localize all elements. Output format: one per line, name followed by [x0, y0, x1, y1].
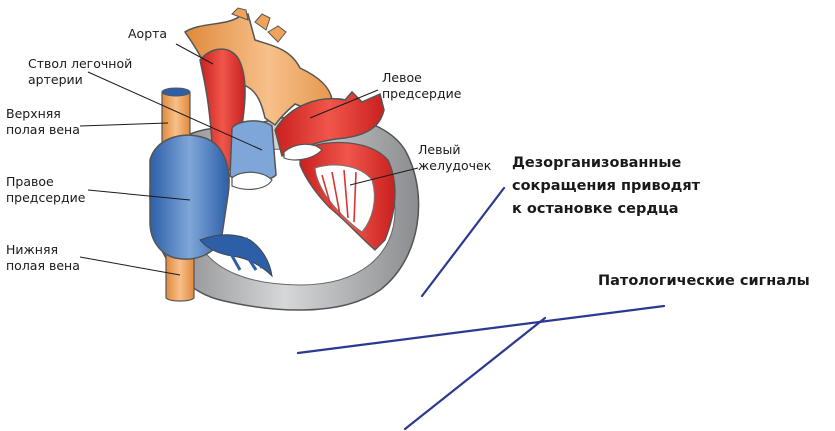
label-pulmonary-trunk: Ствол легочной артерии — [28, 56, 136, 87]
label-aorta: Аорта — [128, 26, 167, 41]
captions: Дезорганизованные сокращения приводят к … — [512, 155, 810, 289]
label-inferior-vena-cava: Нижняя полая вена — [6, 242, 80, 273]
signal-line-upper — [422, 188, 504, 296]
leader-svc — [80, 123, 168, 126]
label-left-ventricle: Левый желудочек — [418, 142, 492, 173]
heart-illustration — [150, 8, 419, 310]
label-left-atrium: Левое предсердие — [382, 70, 462, 101]
svc-opening — [162, 88, 190, 96]
caption-disorganized: Дезорганизованные сокращения приводят к … — [512, 155, 705, 217]
signal-line-lower — [405, 318, 545, 429]
leader-ivc — [80, 257, 180, 275]
signal-line-horizontal — [298, 306, 664, 353]
label-right-atrium: Правое предсердие — [6, 174, 86, 205]
label-superior-vena-cava: Верхняя полая вена — [6, 106, 80, 137]
caption-pathological-signals: Патологические сигналы — [598, 273, 810, 289]
